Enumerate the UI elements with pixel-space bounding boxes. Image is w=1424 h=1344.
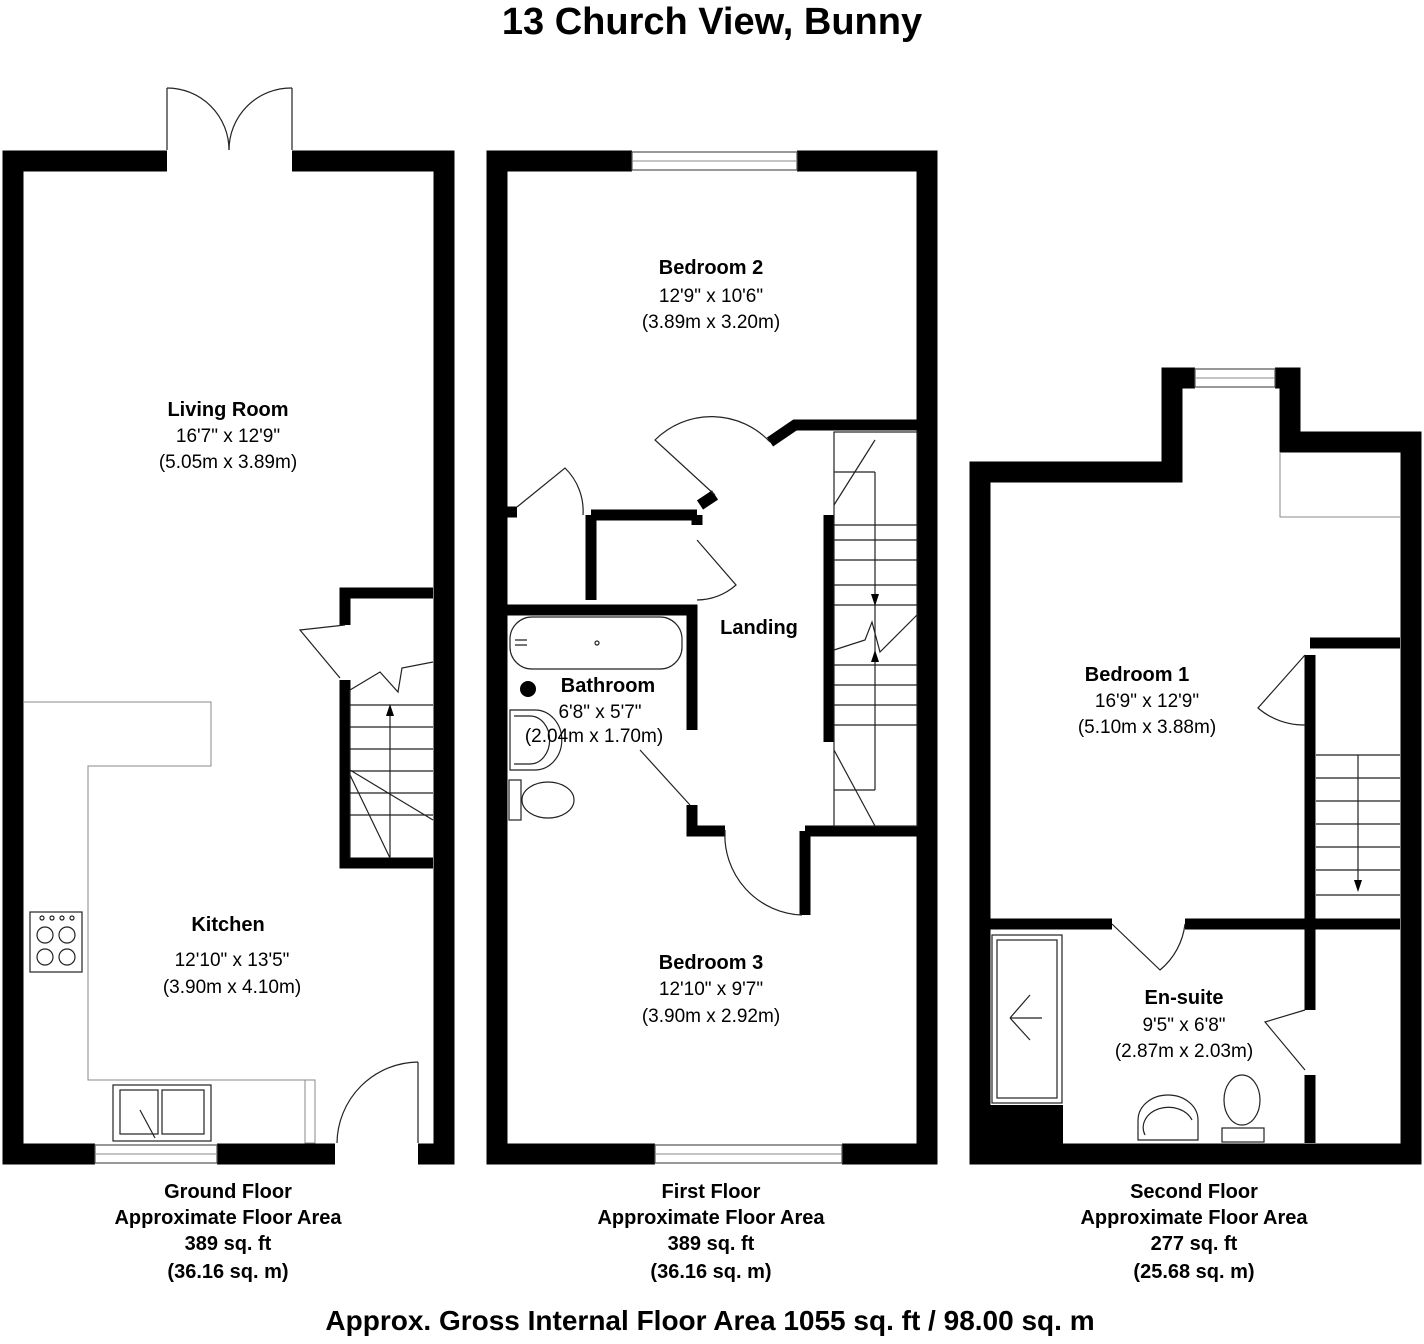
front-door	[336, 1061, 419, 1144]
floor-area-sqft: 389 sq. ft	[185, 1233, 272, 1255]
wall-block	[990, 1105, 1063, 1145]
floor-name: Ground Floor	[164, 1181, 292, 1203]
room-name: En-suite	[1145, 987, 1224, 1009]
fixture-icon	[520, 681, 536, 697]
room-dimensions: 12'10" x 9'7"	[659, 979, 763, 1000]
toilet-icon	[508, 779, 575, 821]
first-floor-plan: Bedroom 2 12'9" x 10'6" (3.89m x 3.20m) …	[486, 150, 938, 1165]
french-doors	[166, 87, 293, 151]
floor-area-sqft: 277 sq. ft	[1151, 1233, 1238, 1255]
staircase	[1316, 754, 1400, 896]
floor-area-first: First Floor Approximate Floor Area 389 s…	[597, 1181, 825, 1283]
staircase	[833, 431, 918, 827]
room-dimensions-metric: (3.89m x 3.20m)	[642, 312, 780, 333]
second-floor-walls	[969, 367, 1422, 1165]
room-dimensions-metric: (5.05m x 3.89m)	[159, 452, 297, 473]
floor-area-sqm: (25.68 sq. m)	[1133, 1261, 1254, 1283]
first-floor-walls	[486, 150, 938, 1165]
room-name: Bathroom	[561, 675, 655, 697]
floor-area-sqft: 389 sq. ft	[668, 1233, 755, 1255]
floor-area-sqm: (36.16 sq. m)	[650, 1261, 771, 1283]
sink-icon	[112, 1084, 212, 1142]
room-name: Bedroom 2	[659, 257, 763, 279]
room-name: Landing	[720, 617, 798, 639]
staircase	[349, 661, 434, 859]
ground-floor-plan: Living Room 16'7" x 12'9" (5.05m x 3.89m…	[2, 87, 455, 1165]
room-dimensions: 12'9" x 10'6"	[659, 286, 763, 307]
room-dimensions-metric: (3.90m x 4.10m)	[163, 977, 301, 998]
room-dimensions: 16'7" x 12'9"	[176, 426, 280, 447]
basin-icon	[509, 709, 563, 771]
room-name: Living Room	[167, 399, 288, 421]
basin-icon	[1137, 1094, 1199, 1141]
floor-area-label: Approximate Floor Area	[114, 1207, 342, 1229]
room-dimensions-metric: (2.04m x 1.70m)	[525, 726, 663, 747]
floor-area-label: Approximate Floor Area	[597, 1207, 825, 1229]
toilet-icon	[1221, 1074, 1265, 1143]
bath-icon	[509, 616, 683, 670]
room-dimensions: 6'8" x 5'7"	[558, 702, 641, 723]
floor-area-label: Approximate Floor Area	[1080, 1207, 1308, 1229]
floor-area-second: Second Floor Approximate Floor Area 277 …	[1080, 1181, 1308, 1283]
total-floor-area: Approx. Gross Internal Floor Area 1055 s…	[325, 1305, 1094, 1336]
kitchen-counter	[24, 701, 305, 1081]
room-dimensions: 16'9" x 12'9"	[1095, 691, 1199, 712]
stair-wall	[339, 587, 433, 869]
ground-floor-walls	[2, 150, 455, 1165]
room-dimensions-metric: (5.10m x 3.88m)	[1078, 717, 1216, 738]
floor-name: First Floor	[662, 1181, 761, 1203]
floor-area-ground: Ground Floor Approximate Floor Area 389 …	[114, 1181, 342, 1283]
plan-title: 13 Church View, Bunny	[502, 1, 922, 43]
floor-area-sqm: (36.16 sq. m)	[167, 1261, 288, 1283]
room-dimensions: 9'5" x 6'8"	[1142, 1015, 1225, 1036]
second-floor-plan: Bedroom 1 16'9" x 12'9" (5.10m x 3.88m) …	[969, 367, 1422, 1165]
hob-icon	[29, 911, 83, 973]
room-name: Bedroom 3	[659, 952, 763, 974]
room-name: Bedroom 1	[1085, 664, 1189, 686]
room-dimensions: 12'10" x 13'5"	[175, 950, 290, 971]
room-dimensions-metric: (2.87m x 2.03m)	[1115, 1041, 1253, 1062]
room-name: Kitchen	[191, 914, 264, 936]
room-dimensions-metric: (3.90m x 2.92m)	[642, 1006, 780, 1027]
shower-icon	[991, 934, 1063, 1104]
floor-name: Second Floor	[1130, 1181, 1258, 1203]
